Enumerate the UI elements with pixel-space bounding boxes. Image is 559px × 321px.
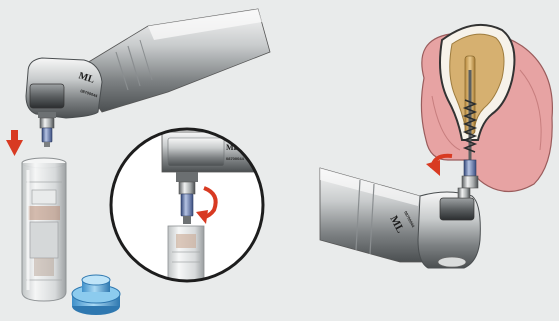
magnifier-circle-icon: ML 08700044 [109,127,265,283]
file-capsule-icon [21,157,67,302]
capsule-cap-icon [71,274,121,315]
right-handpiece: ML 08700044 [319,167,481,269]
rotation-arrow-icon [196,186,218,224]
svg-text:ML: ML [77,70,96,86]
down-arrow-icon [6,130,23,156]
svg-text:08700044: 08700044 [226,156,245,161]
svg-text:08700044: 08700044 [80,88,99,98]
svg-text:ML: ML [226,143,239,152]
left-handpiece: ML 08700044 [25,8,271,147]
rotation-arrow-icon [426,153,453,176]
endodontic-file-icon [461,70,479,189]
tooth-cross-section-icon [420,23,554,193]
